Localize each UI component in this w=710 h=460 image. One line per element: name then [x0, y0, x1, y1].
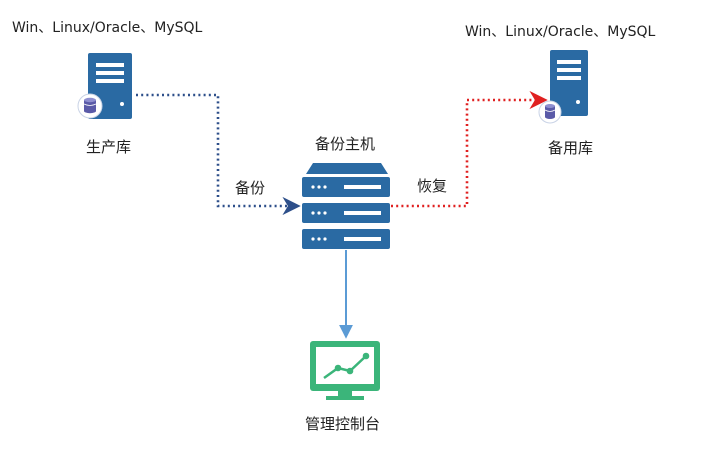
standby-server-icon [550, 50, 588, 116]
console-monitor-icon [310, 341, 380, 400]
backup-connector [136, 93, 301, 216]
standby-database-icon [538, 100, 562, 124]
backup-host-rack-icon [302, 163, 390, 249]
standby-name-label: 备用库 [548, 139, 594, 157]
production-os-label: Win、Linux/Oracle、MySQL [12, 20, 203, 36]
production-name-label: 生产库 [86, 138, 132, 156]
restore-edge-label: 恢复 [417, 177, 448, 195]
standby-os-label: Win、Linux/Oracle、MySQL [465, 24, 656, 40]
backup-edge-label: 备份 [235, 179, 266, 197]
console-label: 管理控制台 [305, 415, 381, 433]
restore-connector [391, 90, 548, 208]
backup-host-label: 备份主机 [315, 135, 376, 153]
production-database-icon [77, 93, 103, 119]
